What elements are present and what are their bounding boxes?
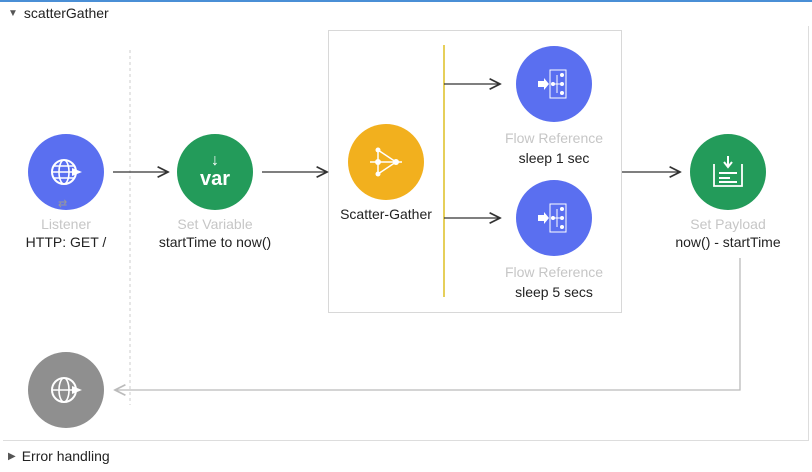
flow-name: scatterGather bbox=[23, 5, 109, 21]
set-payload-type: Set Payload bbox=[690, 216, 766, 232]
flow-reference-2-name: sleep 5 secs bbox=[515, 284, 593, 300]
return-line bbox=[115, 258, 741, 390]
down-arrow-icon: ↓ bbox=[211, 151, 219, 169]
scatter-gather-name: Scatter-Gather bbox=[340, 206, 432, 222]
error-handling-label: Error handling bbox=[21, 448, 110, 464]
flow-reference-icon bbox=[538, 69, 567, 99]
sync-icon: ⇄ bbox=[58, 198, 68, 210]
set-variable-type: Set Variable bbox=[177, 216, 253, 232]
listener-type: Listener bbox=[41, 216, 91, 232]
top-border bbox=[0, 0, 812, 2]
flow-reference-icon bbox=[538, 203, 567, 233]
globe-icon bbox=[51, 159, 82, 185]
var-icon: var bbox=[199, 167, 231, 190]
set-payload-node[interactable] bbox=[690, 134, 766, 210]
error-handling-toggle[interactable]: ▶ Error handling bbox=[8, 448, 110, 464]
scatter-gather-node[interactable] bbox=[348, 124, 424, 200]
flow-reference-1-type: Flow Reference bbox=[504, 130, 604, 146]
flow-canvas bbox=[3, 26, 809, 441]
expand-triangle-icon[interactable]: ▶ bbox=[8, 450, 16, 462]
set-variable-node[interactable]: ↓ var bbox=[177, 134, 253, 210]
globe-icon bbox=[51, 377, 82, 403]
collapse-triangle-icon[interactable]: ▼ bbox=[8, 7, 18, 19]
flow-reference-node-1[interactable] bbox=[516, 46, 592, 122]
listener-name: HTTP: GET / bbox=[25, 234, 107, 250]
set-payload-name: now() - startTime bbox=[675, 234, 781, 250]
scatter-gather-icon bbox=[370, 147, 402, 177]
set-payload-icon bbox=[713, 156, 743, 187]
flow-reference-1-name: sleep 1 sec bbox=[518, 150, 590, 166]
flow-reference-2-type: Flow Reference bbox=[504, 264, 604, 280]
flow-reference-node-2[interactable] bbox=[516, 180, 592, 256]
error-source-node[interactable] bbox=[28, 352, 104, 428]
listener-node[interactable] bbox=[28, 134, 104, 210]
set-variable-name: startTime to now() bbox=[158, 234, 272, 250]
flow-header[interactable]: ▼ scatterGather bbox=[8, 5, 109, 21]
